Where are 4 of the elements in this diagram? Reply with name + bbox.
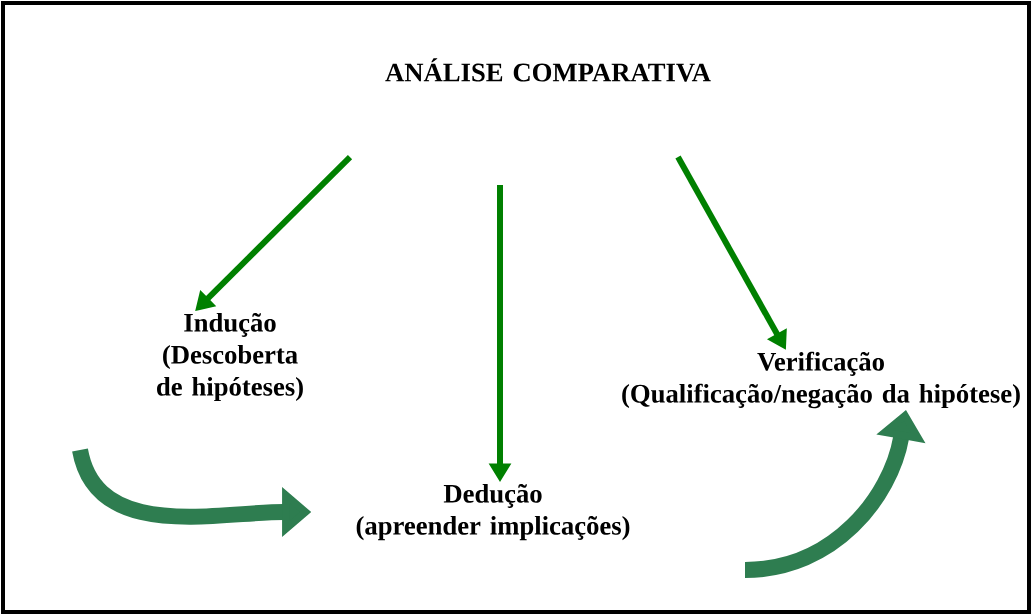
stage-label: Dedução (apreender implicações) (356, 483, 630, 541)
title: ANÁLISE COMPARATIVA (385, 58, 711, 82)
stage-label: Verificação (Qualificação/negação da hipótese) (622, 351, 1020, 409)
stage-label: Indução (Descoberta de hipóteses) (157, 312, 303, 402)
